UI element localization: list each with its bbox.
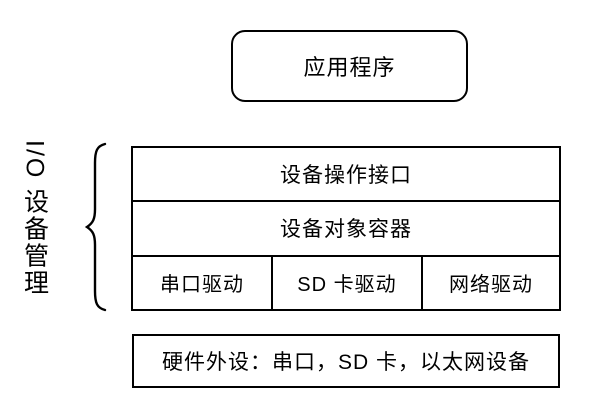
layer-device-operation-interface: 设备操作接口: [133, 148, 559, 203]
application-box: 应用程序: [231, 30, 468, 102]
driver-network: 网络驱动: [420, 256, 559, 309]
layer-device-object-container-label: 设备对象容器: [280, 218, 412, 242]
application-label: 应用程序: [303, 55, 396, 80]
io-device-management-label: I/O 设备管理: [20, 140, 49, 297]
hardware-peripherals-box: 硬件外设：串口，SD 卡，以太网设备: [132, 334, 560, 388]
driver-sdcard-label: SD 卡驱动: [297, 274, 397, 297]
hardware-peripherals-label: 硬件外设：串口，SD 卡，以太网设备: [161, 351, 530, 374]
driver-serial-label: 串口驱动: [160, 274, 245, 297]
layer-device-operation-interface-label: 设备操作接口: [280, 164, 412, 188]
driver-serial: 串口驱动: [133, 257, 271, 309]
driver-network-label: 网络驱动: [448, 274, 533, 297]
io-management-stack: 设备操作接口 设备对象容器 串口驱动 SD 卡驱动 网络驱动: [131, 146, 561, 311]
driver-sdcard: SD 卡驱动: [271, 256, 421, 309]
left-curly-brace-icon: [84, 142, 107, 312]
layer-device-object-container: 设备对象容器: [133, 202, 559, 257]
drivers-row: 串口驱动 SD 卡驱动 网络驱动: [133, 256, 559, 309]
